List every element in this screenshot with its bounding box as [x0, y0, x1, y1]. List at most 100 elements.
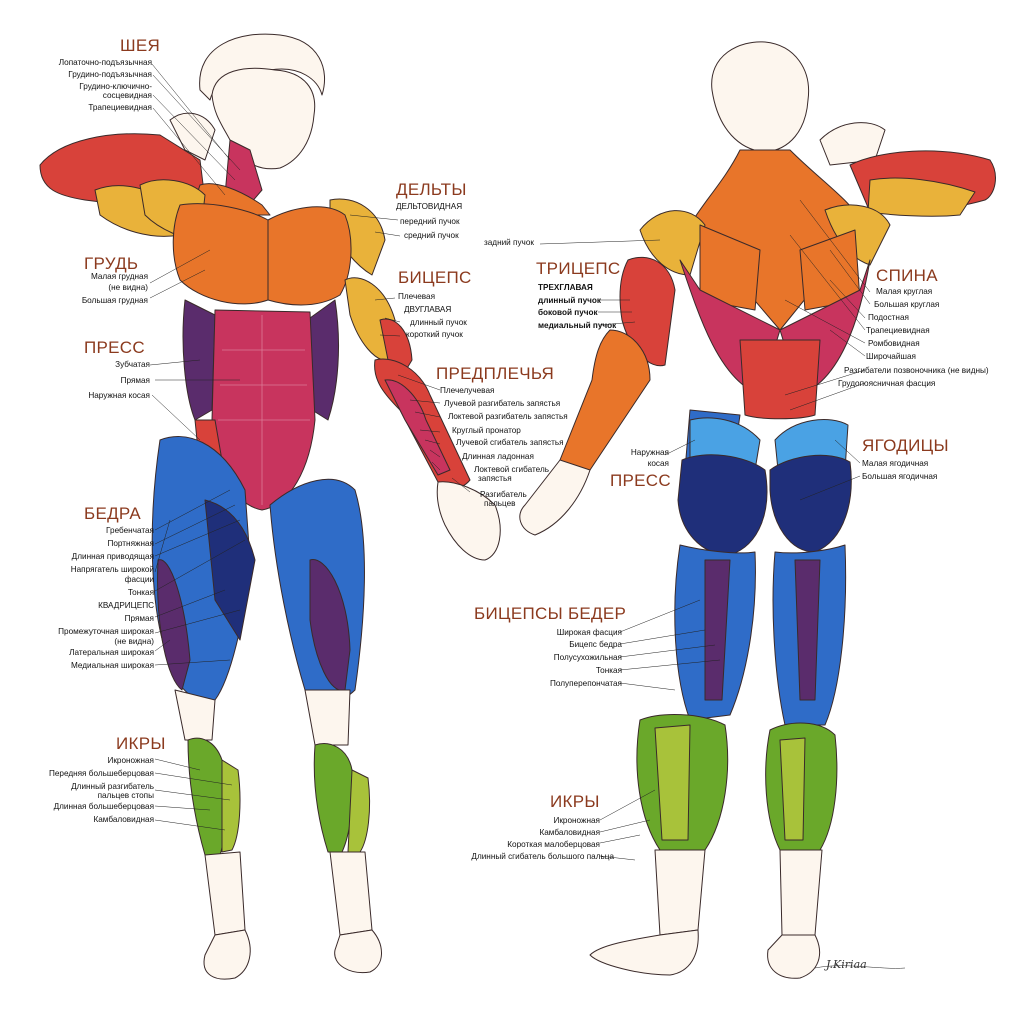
triceps-heading: ТРИЦЕПС — [536, 259, 621, 278]
label-omohyoid: Лопаточно-подъязычная — [58, 58, 152, 67]
label-ecu: Локтевой разгибатель запястья — [448, 412, 568, 421]
label-peroneus-longus: Длинная большеберцовая — [53, 802, 154, 811]
front-pectoral-right — [267, 206, 352, 306]
label-external-oblique-back-2: косая — [647, 459, 669, 468]
front-knee-right — [304, 689, 351, 746]
back-deltoid-right — [824, 204, 891, 266]
back-hand-raised — [819, 122, 886, 166]
label-lateral-deltoid: средний пучок — [404, 231, 459, 240]
label-biceps-short-head: короткий пучок — [406, 330, 463, 339]
label-sternocleidomastoid-2: сосцевидная — [102, 91, 152, 100]
label-gracilis-back: Тонкая — [595, 666, 622, 675]
label-palmaris-longus: Длинная ладонная — [462, 452, 534, 461]
label-external-oblique-back-1: Наружная — [630, 448, 669, 457]
label-vastus-lateralis: Латеральная широкая — [69, 648, 154, 657]
label-pectoralis-major: Большая грудная — [81, 296, 148, 305]
back-hamstring-mid-left — [704, 559, 731, 701]
label-rear-deltoid: задний пучок — [484, 238, 534, 247]
glutes-heading: ЯГОДИЦЫ — [862, 436, 949, 455]
label-deltoid: ДЕЛЬТОВИДНАЯ — [396, 202, 463, 211]
back-heading: СПИНА — [876, 266, 938, 285]
back-calf-left-inner — [654, 724, 691, 841]
front-calf-left — [187, 737, 226, 856]
label-extensor-digitorum-2: пальцев стопы — [97, 791, 154, 800]
label-thoracolumbar-fascia: Грудопоясничная фасция — [838, 379, 936, 388]
label-adductor-longus: Длинная приводящая — [71, 552, 154, 561]
label-anterior-deltoid: передний пучок — [400, 217, 460, 226]
label-teres-minor: Малая круглая — [876, 287, 933, 296]
front-vastus-lateral-left — [157, 559, 191, 691]
label-infraspinatus: Подостная — [868, 313, 909, 322]
label-serratus: Зубчатая — [115, 360, 150, 369]
front-forearm-flexors — [384, 379, 451, 476]
label-tfl-2: фасции — [124, 575, 154, 584]
abs-heading-back: ПРЕСС — [610, 471, 671, 490]
label-external-oblique: Наружная косая — [88, 391, 150, 400]
label-gluteus-minimus: Малая ягодичная — [862, 459, 929, 468]
label-gluteus-maximus: Большая ягодичная — [862, 472, 938, 481]
label-trapezius-back: Трапециевидная — [866, 326, 930, 335]
front-tibialis-right — [347, 769, 371, 853]
back-hamstring-mid-right — [794, 559, 821, 701]
label-vastus-intermedius: Промежуточная широкая — [58, 627, 154, 636]
label-gastrocnemius-front: Икроножная — [107, 756, 154, 765]
calves-heading-front: ИКРЫ — [116, 734, 166, 753]
neck-heading: ШЕЯ — [120, 36, 161, 55]
front-hand-raised — [169, 112, 216, 161]
label-brachialis: Плечевая — [398, 292, 436, 301]
front-serratus-right — [309, 299, 340, 421]
back-hand — [519, 459, 591, 536]
label-rectus-abdominis: Прямая — [120, 376, 150, 385]
label-sternohyoid: Грудино-подъязычная — [68, 70, 152, 79]
label-pectoralis-minor-note: (не видна) — [108, 283, 148, 292]
back-foot-right — [767, 934, 820, 979]
back-glute-max-right — [769, 454, 852, 553]
front-tibialis-left — [221, 759, 241, 853]
back-head — [711, 41, 810, 153]
label-sternocleidomastoid-1: Грудино-ключично- — [79, 82, 152, 91]
front-shin-left — [204, 851, 246, 936]
label-erector-spinae: Разгибатели позвоночника (не видны) — [844, 366, 989, 375]
label-soleus-back: Камбаловидная — [539, 828, 600, 837]
front-foot-right — [334, 929, 382, 974]
label-fcr: Лучевой сгибатель запястья — [456, 438, 564, 447]
back-figure — [519, 41, 996, 979]
label-rectus-femoris: Прямая — [124, 614, 154, 623]
forearms-heading: ПРЕДПЛЕЧЬЯ — [436, 364, 555, 383]
front-face — [211, 67, 316, 170]
front-hand — [436, 481, 501, 561]
back-lower-back — [739, 339, 821, 420]
back-shin-right — [779, 849, 823, 936]
label-pectoralis-minor: Малая грудная — [90, 272, 148, 281]
front-vastus-lateral-right — [309, 559, 351, 691]
leader-lines — [149, 63, 906, 969]
label-triceps-medial-head: медиальный пучок — [538, 321, 617, 330]
label-biceps-femoris: Бицепс бедра — [569, 640, 622, 649]
front-foot-left — [203, 929, 251, 980]
label-extensor-digitorum-arm-1: Разгибатель — [480, 490, 527, 499]
label-peroneus-brevis: Короткая малоберцовая — [507, 840, 600, 849]
front-calf-right — [313, 743, 354, 853]
calves-heading-back: ИКРЫ — [550, 792, 600, 811]
label-triceps-brachii: ТРЕХГЛАВАЯ — [538, 283, 593, 292]
label-gracilis: Тонкая — [127, 588, 154, 597]
label-soleus-front: Камбаловидная — [93, 815, 154, 824]
label-quadriceps: КВАДРИЦЕПС — [98, 601, 154, 610]
label-fcu-1: Локтевой сгибатель — [474, 465, 549, 474]
label-triceps-lateral-head: боковой пучок — [538, 308, 598, 317]
front-pectoral-left — [172, 203, 269, 305]
label-ecr: Лучевой разгибатель запястья — [444, 399, 561, 408]
front-adductor-left — [204, 499, 256, 641]
label-trapezius-front: Трапециевидная — [88, 103, 152, 112]
front-figure — [39, 33, 501, 980]
label-flexor-hallucis-longus: Длинный сгибатель большого пальца — [471, 852, 614, 861]
back-infraspinatus — [699, 224, 761, 311]
label-sartorius: Портняжная — [107, 539, 154, 548]
label-rhomboid: Ромбовидная — [868, 339, 920, 348]
label-triceps-long-head: длинный пучок — [538, 296, 601, 305]
label-semimembranosus: Полуперепончатая — [549, 679, 622, 688]
label-latissimus: Широчайшая — [866, 352, 916, 361]
label-biceps-brachii: ДВУГЛАВАЯ — [404, 305, 452, 314]
back-glute-max-left — [677, 454, 768, 556]
back-raised-forearm — [867, 177, 976, 217]
